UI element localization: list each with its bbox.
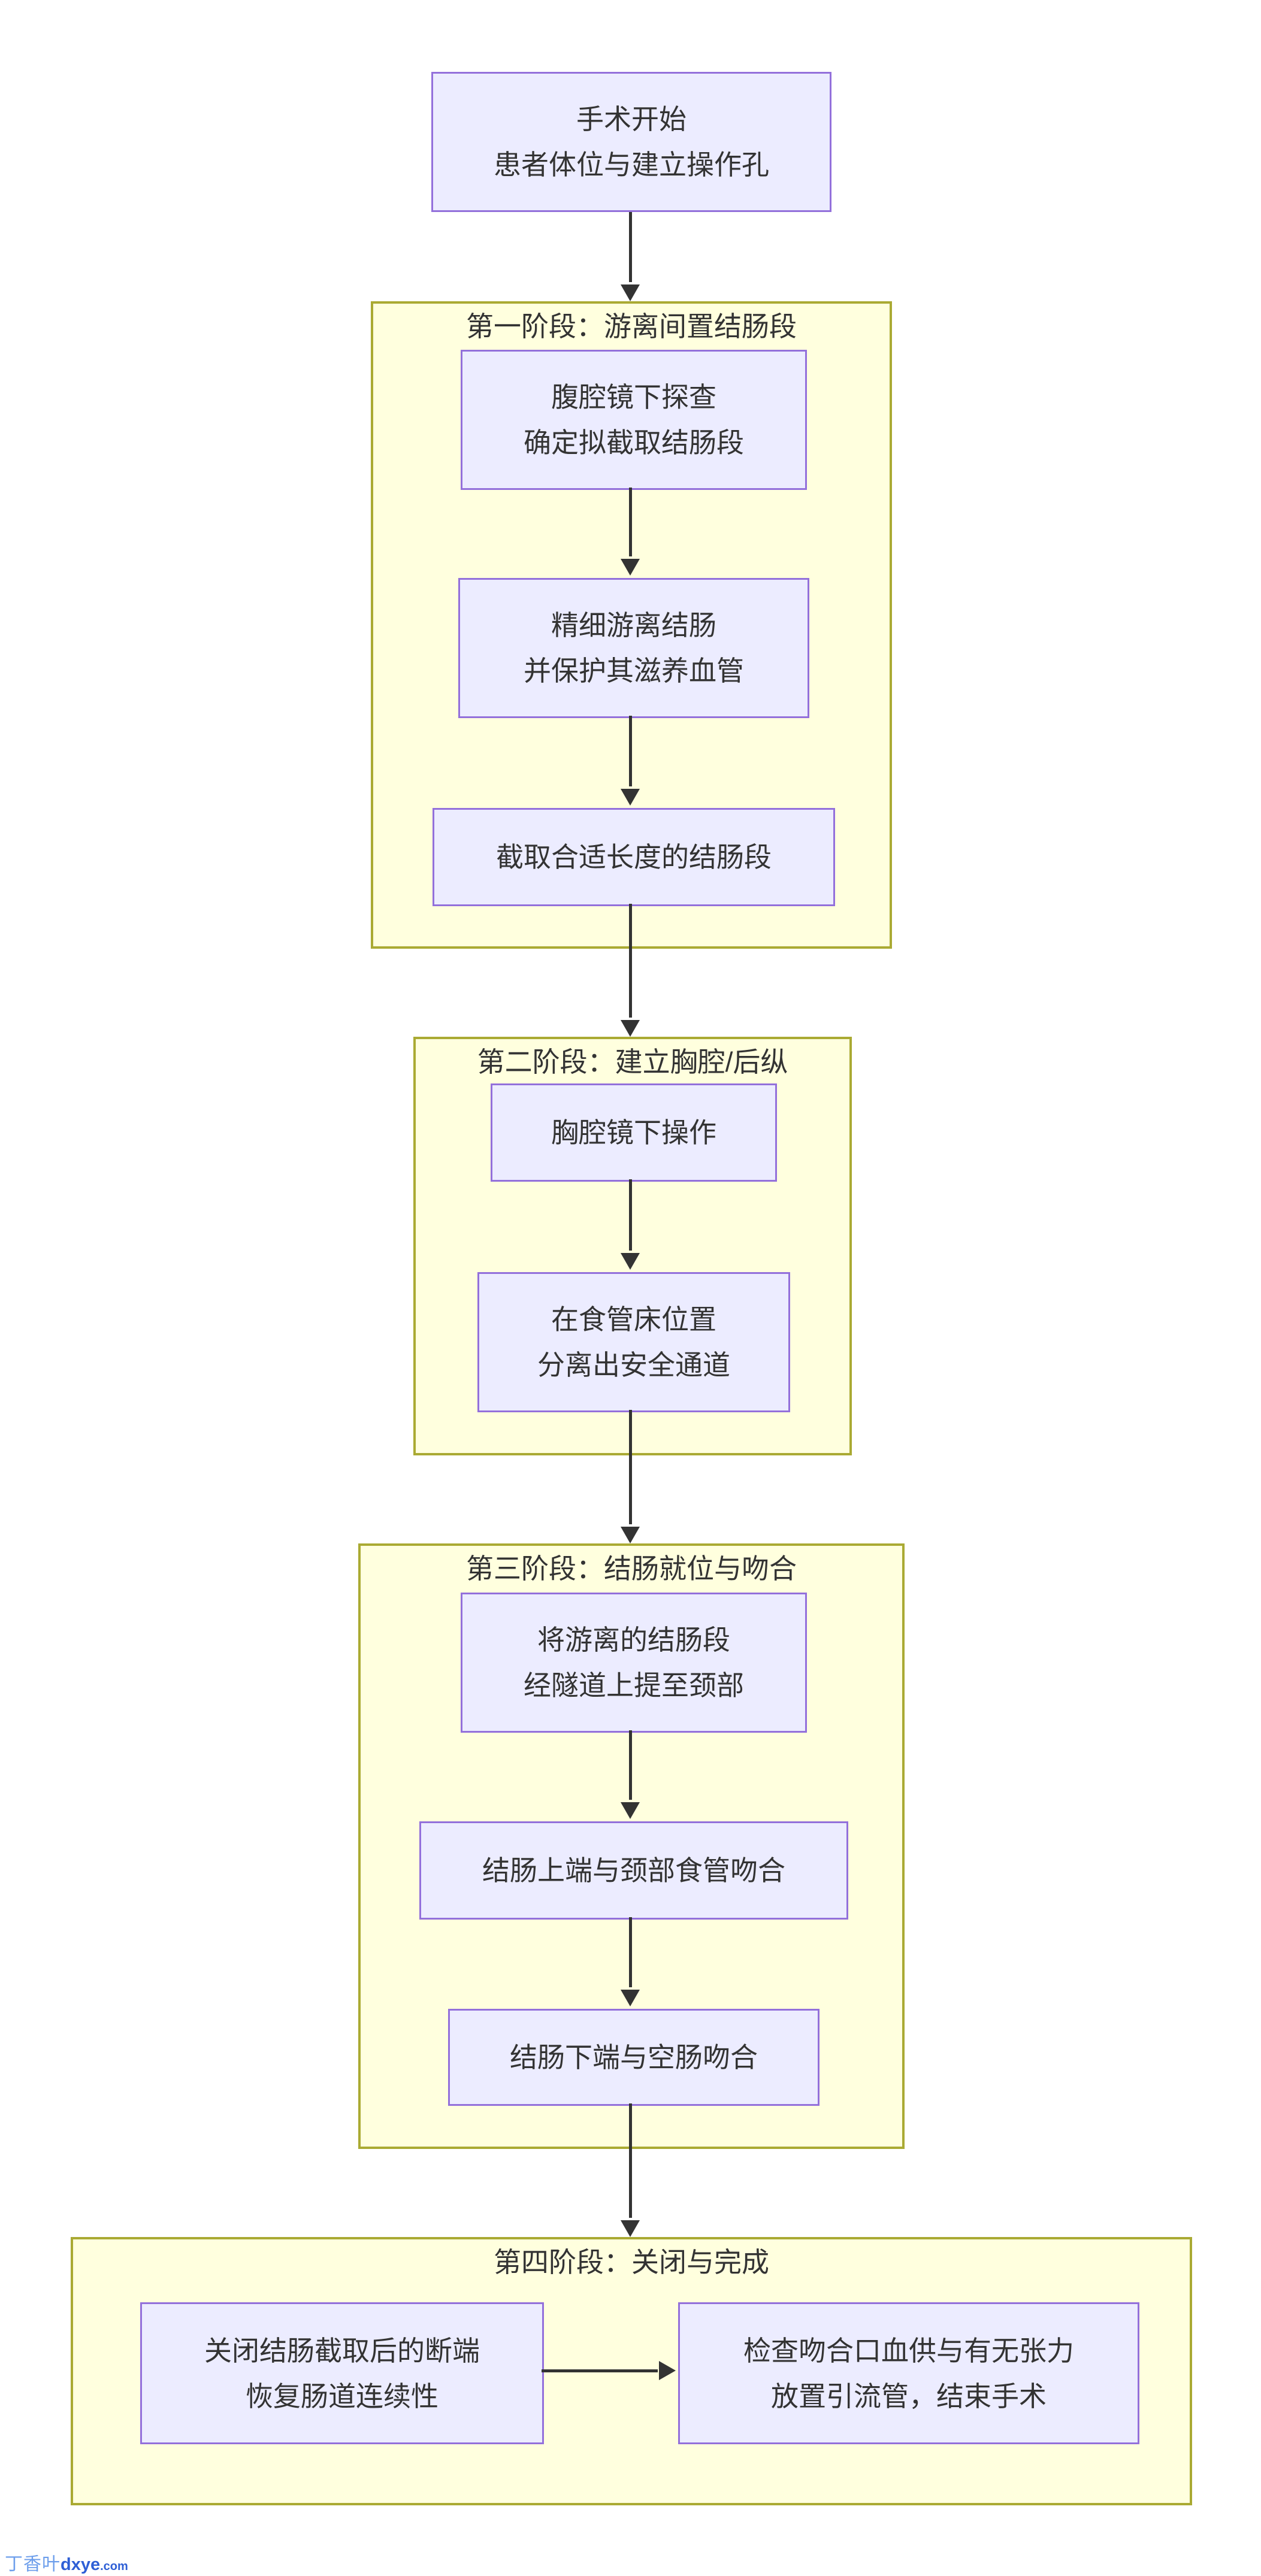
node-line: 放置引流管，结束手术: [771, 2380, 1047, 2412]
node-line: 手术开始: [576, 104, 687, 135]
node-line: 患者体位与建立操作孔: [494, 149, 769, 180]
node-distal-anastomosis: 结肠下端与空肠吻合: [448, 2009, 820, 2106]
node-esophageal-bed-tunnel: 在食管床位置 分离出安全通道: [477, 1272, 790, 1412]
stage-2-container: 第二阶段：建立胸腔/后纵 胸腔镜下操作 在食管床位置 分离出安全通道: [413, 1037, 852, 1455]
edge-line: [629, 1917, 632, 1987]
arrowhead-down-icon: [621, 789, 640, 806]
arrowhead-down-icon: [621, 1527, 640, 1543]
edge-line: [629, 716, 632, 786]
node-line: 截取合适长度的结肠段: [496, 841, 772, 873]
edge-line: [629, 904, 632, 1018]
node-harvest-colon-segment: 截取合适长度的结肠段: [433, 808, 835, 906]
edge-line: [629, 488, 632, 556]
watermark-tld: .com: [100, 2560, 128, 2573]
stage-3-container: 第三阶段：结肠就位与吻合 将游离的结肠段 经隧道上提至颈部 结肠上端与颈部食管吻…: [358, 1543, 905, 2149]
watermark-logo: 丁香叶dxye.com: [5, 2549, 128, 2575]
node-line: 恢复肠道连续性: [246, 2380, 439, 2412]
node-line: 结肠上端与颈部食管吻合: [482, 1855, 785, 1886]
arrowhead-down-icon: [621, 1020, 640, 1037]
node-line: 分离出安全通道: [537, 1349, 730, 1381]
arrowhead-down-icon: [621, 2220, 640, 2237]
edge-line: [629, 1179, 632, 1251]
edge-line: [542, 2369, 658, 2372]
node-proximal-anastomosis: 结肠上端与颈部食管吻合: [419, 1821, 848, 1920]
node-line: 在食管床位置: [551, 1304, 716, 1335]
node-mobilize-colon: 精细游离结肠 并保护其滋养血管: [458, 578, 809, 718]
node-close-colon-stumps: 关闭结肠截取后的断端 恢复肠道连续性: [140, 2302, 544, 2444]
node-laparoscopic-exploration: 腹腔镜下探查 确定拟截取结肠段: [461, 350, 807, 490]
arrowhead-down-icon: [621, 1990, 640, 2006]
arrowhead-down-icon: [621, 1253, 640, 1270]
node-line: 精细游离结肠: [551, 610, 716, 641]
node-line: 检查吻合口血供与有无张力: [743, 2335, 1074, 2366]
arrowhead-down-icon: [621, 284, 640, 301]
node-line: 确定拟截取结肠段: [524, 427, 744, 458]
stage-3-title: 第三阶段：结肠就位与吻合: [466, 1553, 797, 1584]
node-line: 腹腔镜下探查: [551, 382, 716, 413]
stage-4-title: 第四阶段：关闭与完成: [494, 2247, 769, 2278]
node-line: 并保护其滋养血管: [524, 655, 744, 686]
node-line: 将游离的结肠段: [537, 1624, 730, 1655]
edge-line: [629, 2103, 632, 2218]
edge-line: [629, 1730, 632, 1800]
stage-1-container: 第一阶段：游离间置结肠段 腹腔镜下探查 确定拟截取结肠段 精细游离结肠 并保护其…: [371, 301, 892, 949]
node-thoracoscopic-operation: 胸腔镜下操作: [491, 1083, 777, 1182]
edge-line: [629, 212, 632, 282]
node-line: 胸腔镜下操作: [551, 1117, 716, 1148]
arrowhead-down-icon: [621, 1802, 640, 1819]
arrowhead-right-icon: [659, 2361, 676, 2380]
edge-line: [629, 1410, 632, 1524]
node-pull-up-colon: 将游离的结肠段 经隧道上提至颈部: [461, 1593, 807, 1733]
stage-1-title: 第一阶段：游离间置结肠段: [466, 311, 797, 342]
stage-4-container: 第四阶段：关闭与完成 关闭结肠截取后的断端 恢复肠道连续性 检查吻合口血供与有无…: [71, 2237, 1192, 2505]
node-line: 关闭结肠截取后的断端: [204, 2335, 480, 2366]
arrowhead-down-icon: [621, 559, 640, 576]
node-line: 经隧道上提至颈部: [524, 1670, 744, 1701]
watermark-brand: 丁香叶: [5, 2554, 61, 2574]
node-check-anastomosis-finish: 检查吻合口血供与有无张力 放置引流管，结束手术: [678, 2302, 1139, 2444]
stage-2-title: 第二阶段：建立胸腔/后纵: [477, 1046, 788, 1077]
watermark-site: dxye: [61, 2555, 101, 2574]
node-surgery-start: 手术开始 患者体位与建立操作孔: [431, 72, 831, 212]
node-line: 结肠下端与空肠吻合: [510, 2042, 758, 2073]
